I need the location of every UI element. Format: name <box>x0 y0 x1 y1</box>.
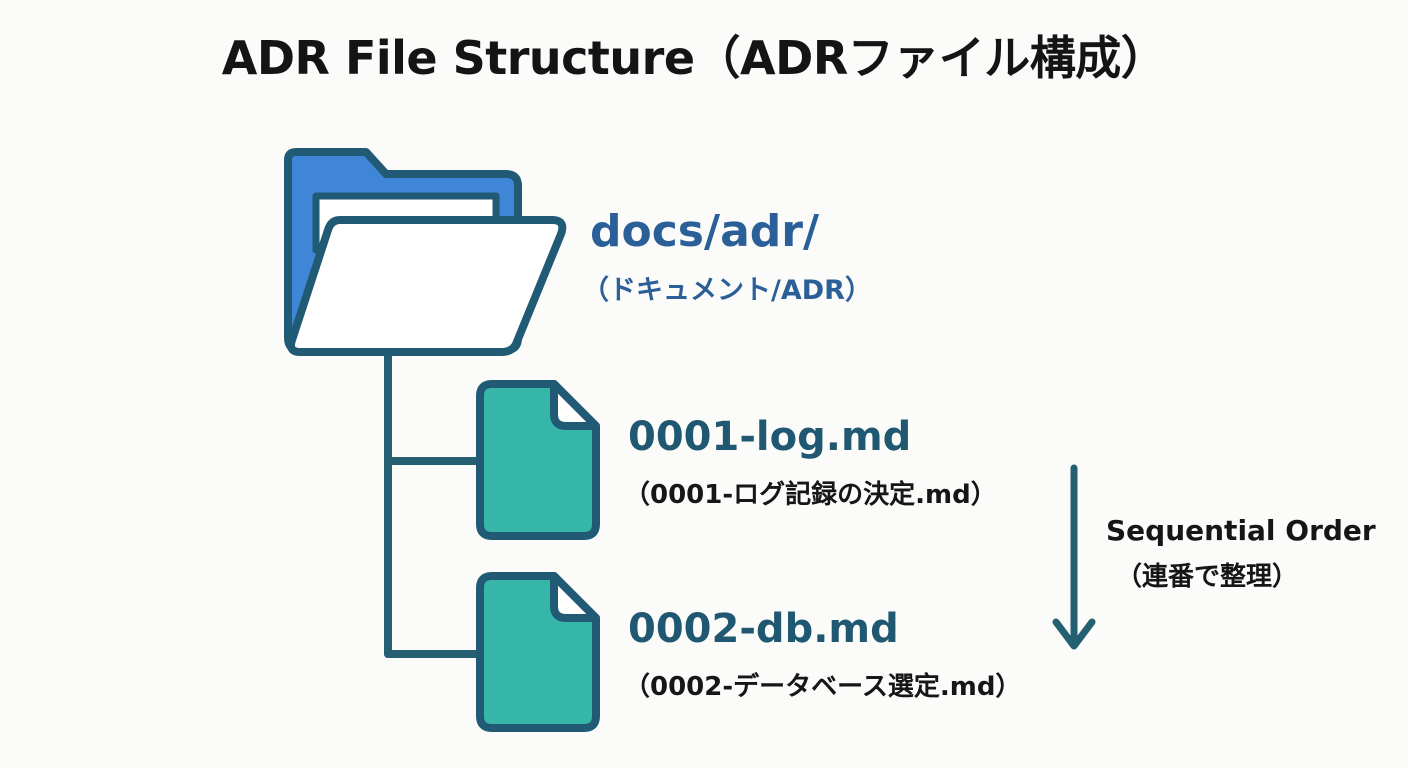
order-subtitle: （連番で整理） <box>1116 562 1299 592</box>
file-fold <box>550 572 600 622</box>
folder-name: docs/adr/ <box>590 206 820 257</box>
file-icon <box>476 380 600 540</box>
order-label: Sequential Order <box>1106 514 1376 547</box>
file-subtitle: （0002-データベース選定.md） <box>624 672 1022 702</box>
file-fold <box>550 380 600 430</box>
file-subtitle: （0001-ログ記録の決定.md） <box>624 480 997 510</box>
folder-front <box>287 216 567 356</box>
folder-icon <box>284 148 567 356</box>
page-title: ADR File Structure（ADRファイル構成） <box>221 31 1167 85</box>
tree-connectors <box>384 348 482 658</box>
order-arrow-head <box>1052 618 1096 650</box>
folder-subtitle: （ドキュメント/ADR） <box>582 275 872 306</box>
file-name: 0001-log.md <box>628 414 912 460</box>
file-name: 0002-db.md <box>628 606 899 652</box>
file-icon <box>476 572 600 732</box>
order-arrow-down-icon <box>1052 464 1096 650</box>
